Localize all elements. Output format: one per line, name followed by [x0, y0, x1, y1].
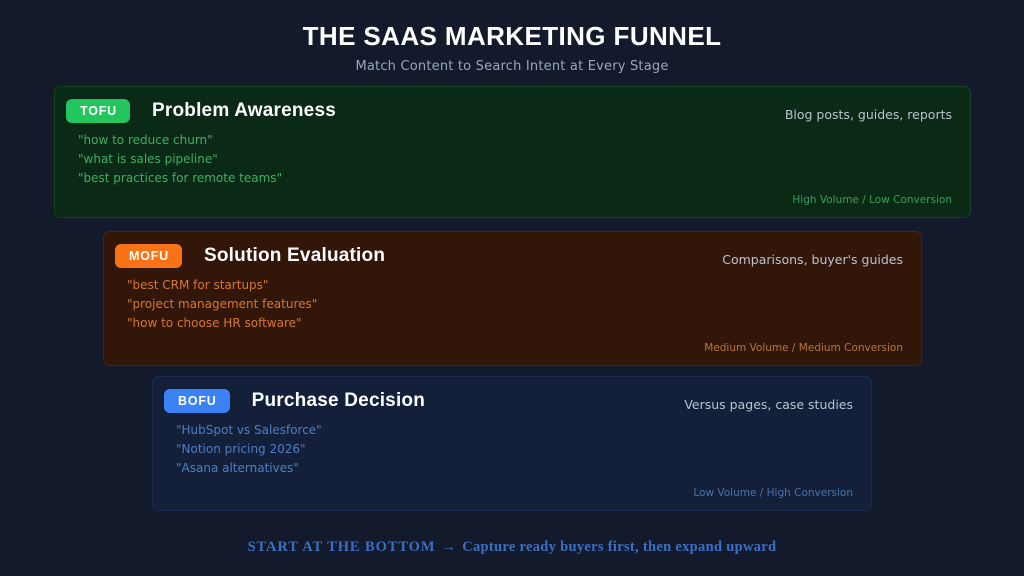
stage-name-tofu: Problem Awareness — [152, 99, 336, 121]
query-item: "project management features" — [127, 296, 318, 311]
stage-name-mofu: Solution Evaluation — [204, 244, 386, 266]
stage-queries-mofu: "best CRM for startups" "project managem… — [127, 276, 317, 333]
page-header: THE SAAS MARKETING FUNNEL Match Content … — [0, 0, 1024, 74]
query-item: "best practices for remote teams" — [78, 170, 283, 185]
stage-header-tofu: TOFU Problem Awareness — [66, 98, 336, 124]
query-item: "how to reduce churn" — [78, 132, 213, 147]
stage-badge-mofu[interactable]: MOFU — [115, 243, 182, 269]
query-item: "how to choose HR software" — [127, 315, 302, 330]
funnel-stage-mofu[interactable]: MOFU Solution Evaluation "best CRM for s… — [103, 230, 922, 366]
query-item: "HubSpot vs Salesforce" — [176, 422, 322, 437]
stage-badge-tofu[interactable]: TOFU — [66, 98, 130, 124]
page-subtitle: Match Content to Search Intent at Every … — [355, 58, 669, 74]
funnel-stage-tofu[interactable]: TOFU Problem Awareness "how to reduce ch… — [54, 85, 971, 218]
stage-volume-note-tofu: High Volume / Low Conversion — [792, 193, 952, 206]
stage-name-bofu: Purchase Decision — [251, 389, 426, 411]
stage-badge-bofu[interactable]: BOFU — [164, 388, 230, 414]
stage-header-bofu: BOFU Purchase Decision — [164, 388, 426, 414]
query-item: "best CRM for startups" — [127, 277, 269, 292]
stage-queries-bofu: "HubSpot vs Salesforce" "Notion pricing … — [176, 421, 322, 478]
stage-queries-tofu: "how to reduce churn" "what is sales pip… — [78, 131, 282, 188]
footer-cta: START AT THE BOTTOM — [247, 539, 436, 555]
query-item: "Asana alternatives" — [176, 460, 299, 475]
stage-volume-note-mofu: Medium Volume / Medium Conversion — [704, 341, 903, 354]
stage-content-types-tofu: Blog posts, guides, reports — [784, 106, 952, 122]
footer-message: Capture ready buyers first, then expand … — [462, 539, 777, 555]
footer: START AT THE BOTTOM → Capture ready buyers… — [0, 536, 1024, 556]
stage-content-types-mofu: Comparisons, buyer's guides — [722, 251, 903, 267]
funnel-stage-bofu[interactable]: BOFU Purchase Decision "HubSpot vs Sales… — [152, 375, 872, 511]
stage-volume-note-bofu: Low Volume / High Conversion — [693, 486, 853, 499]
query-item: "what is sales pipeline" — [78, 151, 218, 166]
arrow-right-icon: → — [441, 539, 457, 555]
page-title: THE SAAS MARKETING FUNNEL — [302, 21, 722, 51]
stage-content-types-bofu: Versus pages, case studies — [684, 396, 853, 412]
stage-header-mofu: MOFU Solution Evaluation — [115, 243, 386, 269]
query-item: "Notion pricing 2026" — [176, 441, 306, 456]
